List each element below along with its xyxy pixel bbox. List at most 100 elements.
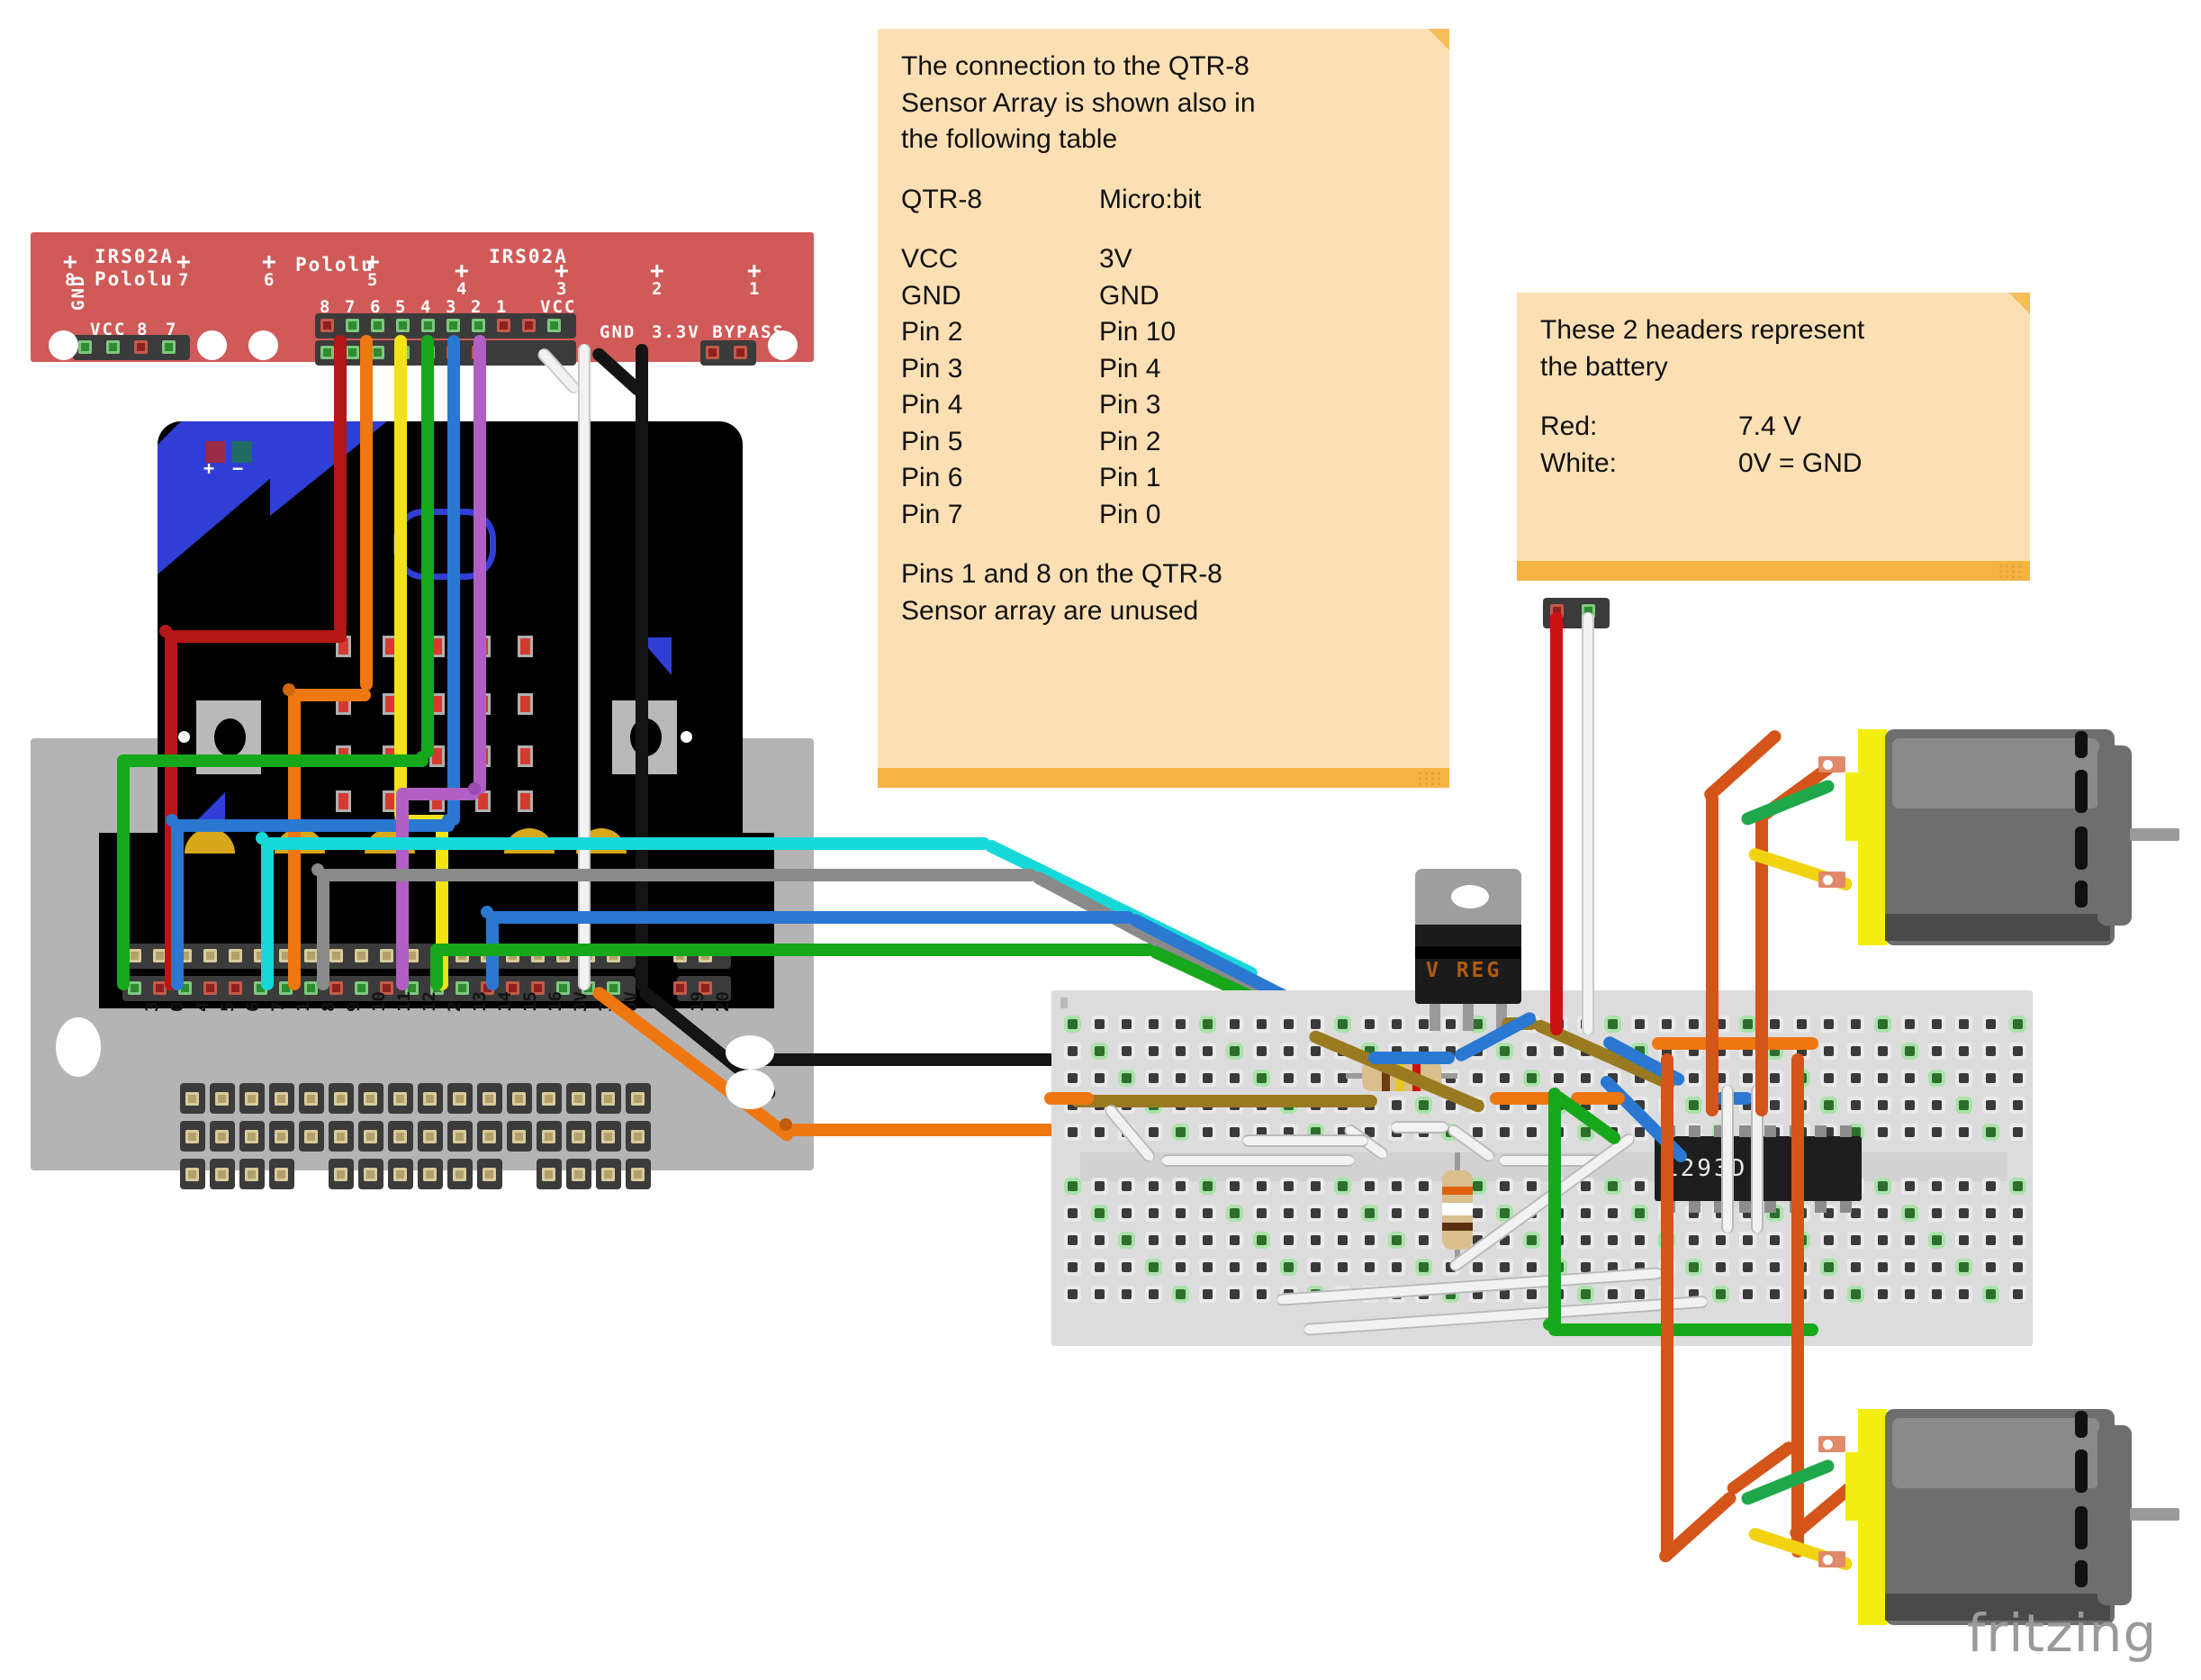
breakout-proto-pad[interactable]: [245, 1092, 258, 1106]
breadboard-hole[interactable]: [1338, 1181, 1348, 1191]
breadboard-hole[interactable]: [2013, 1073, 2023, 1083]
breakout-pad-3V[interactable]: [556, 981, 570, 995]
breadboard-hole[interactable]: [1770, 1100, 1780, 1110]
breakout-proto-pad[interactable]: [275, 1130, 288, 1143]
wire-green-motor-a[interactable]: [430, 944, 1155, 956]
breadboard-hole[interactable]: [1527, 1073, 1537, 1083]
breadboard-hole[interactable]: [1878, 1289, 1888, 1299]
breadboard-hole[interactable]: [1473, 1127, 1483, 1137]
breadboard-hole[interactable]: [1149, 1262, 1159, 1272]
breadboard-hole[interactable]: [1338, 1127, 1348, 1137]
breadboard-hole[interactable]: [1203, 1208, 1213, 1218]
wire-motor-green-lead[interactable]: [1739, 778, 1836, 827]
breadboard-hole[interactable]: [1770, 1262, 1780, 1272]
breadboard-hole[interactable]: [1932, 1046, 1942, 1056]
breadboard-hole[interactable]: [1095, 1127, 1105, 1137]
breadboard-hole[interactable]: [1149, 1073, 1159, 1083]
breadboard-hole[interactable]: [1824, 1046, 1834, 1056]
breadboard-hole[interactable]: [1068, 1181, 1078, 1191]
motor-driver-ic-pin[interactable]: [1764, 1125, 1776, 1137]
breadboard-hole[interactable]: [1932, 1127, 1942, 1137]
breadboard-hole[interactable]: [1365, 1181, 1375, 1191]
breadboard-hole[interactable]: [1068, 1235, 1078, 1245]
motor-terminal-positive[interactable]: [1818, 1436, 1845, 1452]
breakout-proto-pad[interactable]: [572, 1130, 585, 1143]
breadboard-hole[interactable]: [1851, 1046, 1861, 1056]
breadboard-hole[interactable]: [1743, 1289, 1753, 1299]
bb-jumper-white-diag[interactable]: [1242, 1134, 1368, 1147]
breadboard-hole[interactable]: [1419, 1262, 1429, 1272]
breadboard-hole[interactable]: [1662, 1046, 1672, 1056]
breakout-proto-pad[interactable]: [601, 1092, 615, 1106]
bb-jumper-white-vert[interactable]: [1751, 1085, 1764, 1233]
breadboard-hole[interactable]: [1905, 1181, 1915, 1191]
breadboard-hole[interactable]: [1581, 1073, 1591, 1083]
wire-yellow-pin5[interactable]: [394, 335, 407, 821]
breadboard-hole[interactable]: [1149, 1289, 1159, 1299]
breadboard-hole[interactable]: [1851, 1262, 1861, 1272]
breadboard-hole[interactable]: [1122, 1046, 1132, 1056]
breadboard-hole[interactable]: [1635, 1073, 1645, 1083]
breadboard-hole[interactable]: [1770, 1046, 1780, 1056]
breadboard-hole[interactable]: [1176, 1181, 1186, 1191]
breakout-pad-11[interactable]: [380, 981, 393, 995]
qtr8-pad-7[interactable]: [346, 319, 359, 332]
breadboard-hole[interactable]: [1095, 1235, 1105, 1245]
breakout-proto-pad[interactable]: [601, 1130, 615, 1143]
breadboard-hole[interactable]: [1149, 1127, 1159, 1137]
breadboard-hole[interactable]: [1527, 1181, 1537, 1191]
breadboard-hole[interactable]: [1689, 1046, 1699, 1056]
breadboard-hole[interactable]: [1770, 1208, 1780, 1218]
breadboard-hole[interactable]: [1365, 1019, 1375, 1029]
breakout-proto-pad[interactable]: [215, 1092, 229, 1106]
breadboard-hole[interactable]: [1716, 1208, 1726, 1218]
breadboard-hole[interactable]: [1176, 1046, 1186, 1056]
breadboard-hole[interactable]: [1203, 1181, 1213, 1191]
breakout-proto-pad[interactable]: [334, 1168, 347, 1181]
motor-terminal-positive[interactable]: [1818, 756, 1845, 772]
breadboard-hole[interactable]: [2013, 1127, 2023, 1137]
wire-motor-orange-diag[interactable]: [1701, 727, 1784, 804]
breadboard-hole[interactable]: [1257, 1289, 1267, 1299]
breakout-proto-pad[interactable]: [364, 1168, 377, 1181]
breadboard-hole[interactable]: [1257, 1073, 1267, 1083]
breadboard-hole[interactable]: [1365, 1046, 1375, 1056]
breadboard-hole[interactable]: [1743, 1208, 1753, 1218]
breadboard-hole[interactable]: [1284, 1181, 1294, 1191]
breadboard-hole[interactable]: [1743, 1046, 1753, 1056]
breadboard-hole[interactable]: [1770, 1289, 1780, 1299]
breadboard-hole[interactable]: [1095, 1019, 1105, 1029]
breadboard-hole[interactable]: [1878, 1019, 1888, 1029]
breadboard-hole[interactable]: [2013, 1235, 2023, 1245]
breadboard-hole[interactable]: [1230, 1262, 1240, 1272]
bb-jumper-white[interactable]: [1161, 1154, 1355, 1167]
breadboard-hole[interactable]: [1743, 1100, 1753, 1110]
breadboard-hole[interactable]: [1284, 1127, 1294, 1137]
wire-motor-orange[interactable]: [1661, 1053, 1673, 1558]
breadboard-hole[interactable]: [1716, 1073, 1726, 1083]
breadboard-hole[interactable]: [1149, 1235, 1159, 1245]
breadboard-hole[interactable]: [1770, 1235, 1780, 1245]
breadboard-hole[interactable]: [1176, 1262, 1186, 1272]
breadboard-hole[interactable]: [1986, 1181, 1996, 1191]
breadboard-hole[interactable]: [1338, 1073, 1348, 1083]
breadboard-hole[interactable]: [1932, 1100, 1942, 1110]
breadboard-hole[interactable]: [1257, 1235, 1267, 1245]
breadboard-hole[interactable]: [1635, 1127, 1645, 1137]
breadboard-hole[interactable]: [1986, 1073, 1996, 1083]
breadboard-hole[interactable]: [1851, 1235, 1861, 1245]
breadboard-hole[interactable]: [1905, 1262, 1915, 1272]
breadboard-hole[interactable]: [1257, 1181, 1267, 1191]
breakout-proto-pad[interactable]: [334, 1130, 347, 1143]
breakout-proto-pad[interactable]: [483, 1130, 496, 1143]
breadboard-hole[interactable]: [1392, 1019, 1402, 1029]
breadboard-hole[interactable]: [2013, 1208, 2023, 1218]
breadboard-hole[interactable]: [1770, 1073, 1780, 1083]
breadboard-hole[interactable]: [1959, 1100, 1969, 1110]
breakout-proto-pad[interactable]: [483, 1168, 496, 1181]
wire-blue-pin3[interactable]: [447, 335, 460, 826]
wire-orange-pin2[interactable]: [360, 335, 373, 691]
breadboard-hole[interactable]: [1338, 1208, 1348, 1218]
breakout-pad-16[interactable]: [531, 981, 545, 995]
breadboard-hole[interactable]: [1230, 1235, 1240, 1245]
